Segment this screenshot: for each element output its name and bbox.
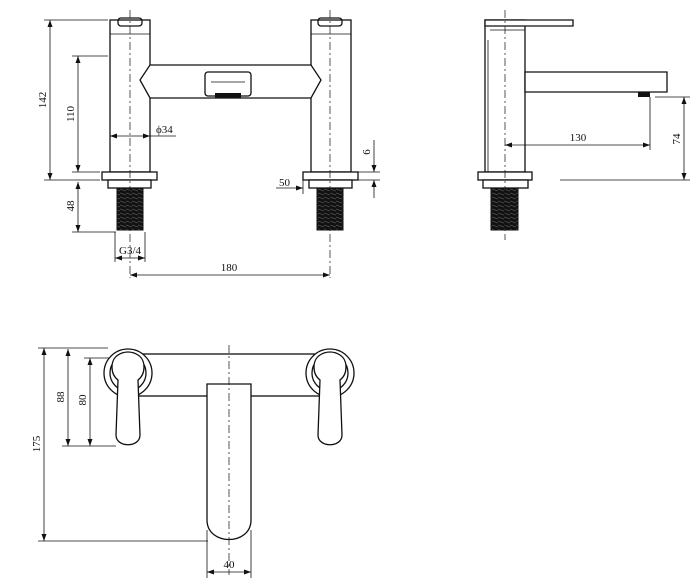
dim-base-width: 50: [279, 177, 291, 189]
left-pillar: [101, 17, 158, 231]
front-view: 142 110 48 ϕ34 6 50 G3/4 180: [37, 10, 380, 278]
dim-handle-depth-outer: 88: [55, 391, 67, 403]
dim-centres: 180: [221, 262, 238, 274]
dim-overall-height: 142: [37, 92, 49, 109]
dim-body-height: 110: [65, 105, 77, 122]
side-view: 130 74: [477, 10, 690, 240]
top-view: 175 88 80 40: [31, 345, 355, 578]
side-thread: [490, 187, 519, 231]
left-handle: [111, 351, 145, 446]
dim-thread-size: G3/4: [119, 245, 142, 257]
dim-overall-depth: 175: [31, 435, 43, 452]
dim-handle-depth-inner: 80: [77, 394, 89, 406]
right-handle: [313, 351, 347, 446]
side-spout: [524, 71, 668, 93]
dim-spout-width: 40: [224, 559, 236, 571]
right-pillar: [302, 17, 359, 231]
dim-tail-length: 48: [65, 200, 77, 212]
spout-outlet: [204, 71, 252, 97]
dim-spout-reach: 130: [570, 132, 587, 144]
dim-base-thickness: 6: [361, 149, 373, 155]
dim-pipe-diameter: ϕ34: [156, 124, 173, 136]
dim-spout-height: 74: [671, 133, 683, 145]
